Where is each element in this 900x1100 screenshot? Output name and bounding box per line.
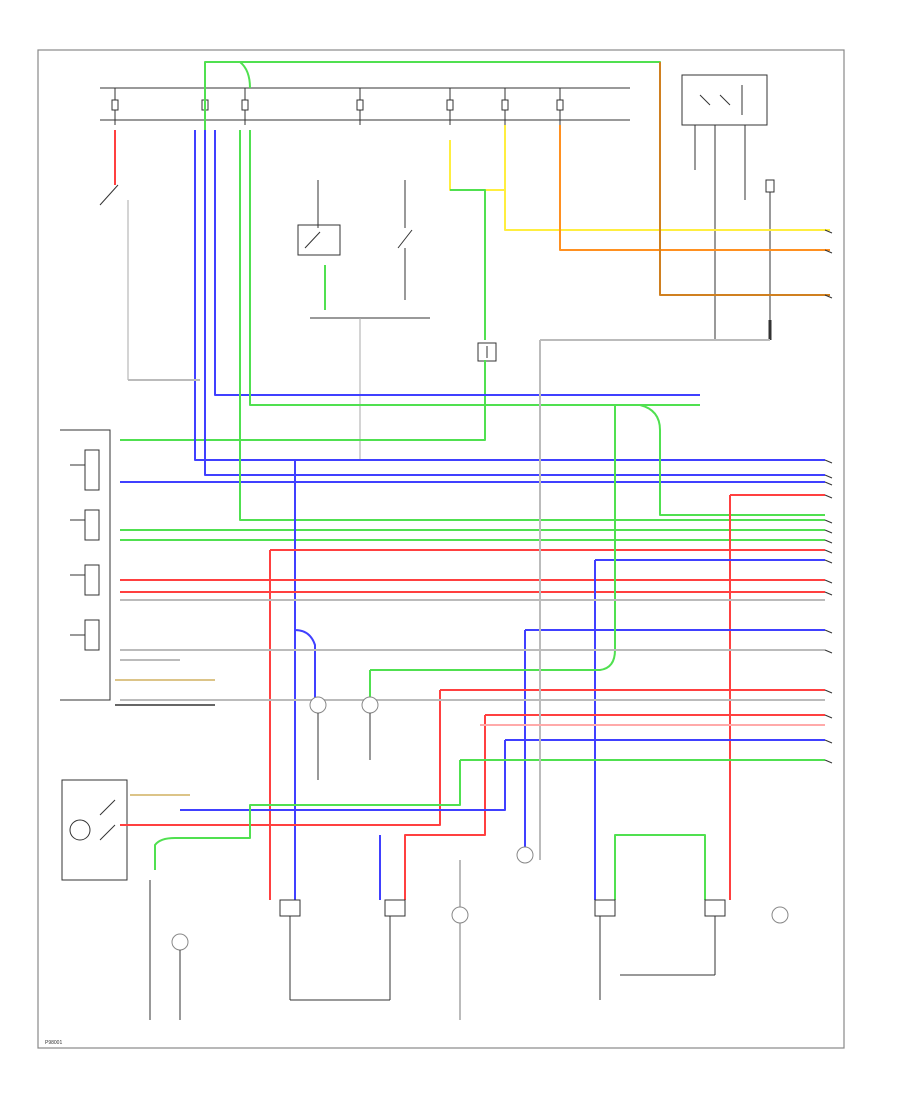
switch-right-mid	[397, 180, 413, 300]
right-edge-connectors	[824, 229, 833, 764]
wire-blue-h-740	[180, 739, 825, 811]
wire-green-horizontal	[120, 360, 486, 441]
junction-box-mid	[310, 317, 430, 460]
fuse-3	[241, 88, 249, 125]
lamp-4	[516, 846, 534, 864]
arrows-left	[115, 679, 215, 796]
wire-blue-main-3	[214, 130, 700, 396]
wire-grey-3	[120, 599, 825, 661]
wire-brown-orange	[659, 62, 830, 296]
switch-left-mid	[297, 180, 341, 256]
lamp-6	[771, 906, 789, 924]
combination-switch-bottom-left	[61, 779, 151, 1000]
wire-red-h-715	[404, 714, 825, 900]
wire-grey-4	[120, 699, 825, 1020]
footer-code: P98001	[45, 1040, 62, 1046]
wire-green-right-drop	[639, 404, 825, 516]
fuse-6	[501, 88, 509, 125]
lamp-5	[451, 906, 469, 924]
wire-blue-v-595	[594, 559, 825, 900]
fuse-7	[556, 88, 564, 125]
wire-red-v-730	[729, 494, 825, 900]
lamp-1	[171, 933, 189, 951]
lamp-3	[361, 696, 379, 714]
lamp-2	[309, 696, 327, 714]
wire-green-to-relay	[450, 189, 486, 340]
left-connector-block	[60, 429, 111, 701]
lamps	[149, 696, 789, 1020]
lamp-box-3	[594, 899, 616, 917]
wire-red-h-690	[120, 689, 825, 826]
diagram-border	[37, 49, 845, 1049]
lamp-box-1	[279, 899, 301, 917]
wire-blue-h-630	[524, 629, 825, 860]
wire-green-main-2	[249, 130, 700, 406]
fuse-4	[356, 88, 364, 125]
fuse-1	[111, 88, 119, 125]
switch-top-left	[99, 184, 129, 380]
lamp-box-4	[704, 899, 726, 917]
fuse-5	[446, 88, 454, 125]
wire-orange	[559, 125, 830, 251]
wire-green-main-1	[239, 130, 825, 521]
right-ground	[765, 179, 775, 340]
wire-blue-main-2	[204, 130, 825, 476]
fuse-bus	[100, 87, 630, 125]
lamp-box-2	[384, 899, 406, 917]
wire-green-lower-left	[154, 760, 461, 870]
wire-green-top-2	[239, 61, 251, 89]
wire-green-bottom-right	[614, 834, 706, 900]
relay-box-top-right	[681, 74, 768, 340]
small-relay-mid	[477, 342, 497, 362]
